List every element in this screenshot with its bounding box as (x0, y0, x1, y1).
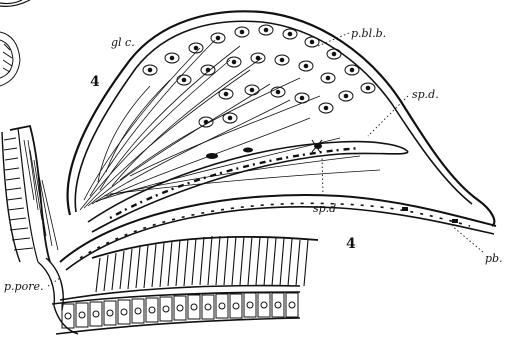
poison-pore (38, 258, 78, 334)
label-poison-bulb-lower: pb. (485, 252, 503, 265)
left-epidermis (2, 126, 58, 262)
left-edge-circular-section (0, 32, 20, 86)
leader-lines (48, 33, 483, 286)
corner-fragment-top (0, 0, 30, 6)
label-spine-duct-upper: sp.d. (412, 88, 439, 101)
label-poison-bulb: p.bl.b. (351, 27, 386, 40)
label-poison-pore: p.pore. (4, 280, 43, 293)
lower-epidermis (60, 236, 318, 300)
label-spine-duct-lower: sp.d (313, 202, 336, 215)
region-number-left: 4 (90, 74, 100, 90)
region-number-lower: 4 (346, 236, 356, 252)
lower-duct (60, 195, 496, 270)
label-gland-cells: gl c. (111, 36, 135, 49)
spine-duct (88, 140, 408, 232)
basal-cell-row (52, 292, 300, 334)
